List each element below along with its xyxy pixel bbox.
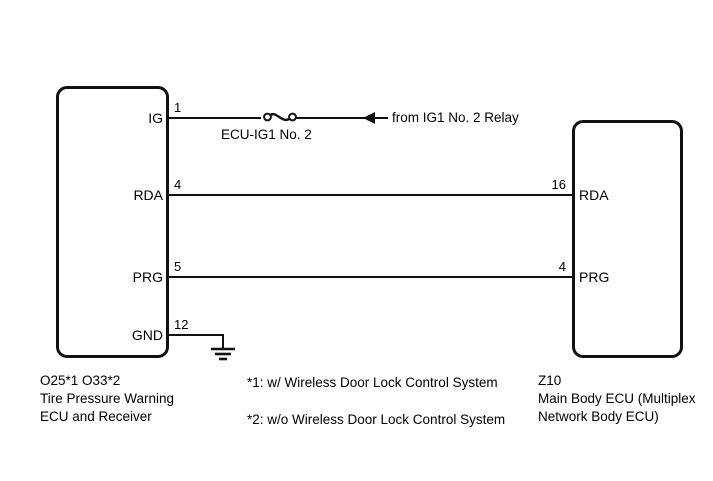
- right-connector-name-line2: Network Body ECU): [538, 409, 659, 424]
- source-label-ig1-relay: from IG1 No. 2 Relay: [392, 110, 519, 125]
- left-pin-label-rda: RDA: [133, 187, 163, 203]
- left-pin-number-5: 5: [174, 259, 182, 274]
- right-pin-number-16: 16: [551, 177, 566, 192]
- left-connector-name-line2: ECU and Receiver: [40, 409, 152, 424]
- footnote-2: *2: w/o Wireless Door Lock Control Syste…: [247, 412, 506, 427]
- arrow-left-icon: [362, 110, 378, 126]
- left-pin-label-gnd: GND: [131, 327, 163, 343]
- wire-gnd-vertical: [222, 334, 224, 350]
- right-pin-label-prg: PRG: [579, 269, 610, 285]
- right-connector-box: [572, 120, 683, 358]
- right-pin-number-4: 4: [558, 259, 566, 274]
- left-connector-id: O25*1 O33*2: [40, 373, 121, 388]
- left-pin-number-1: 1: [174, 100, 182, 115]
- left-pin-label-prg: PRG: [132, 269, 163, 285]
- right-connector-id: Z10: [538, 373, 562, 388]
- left-pin-number-12: 12: [174, 317, 189, 332]
- wire-rda: [169, 194, 574, 196]
- wire-ig-left-segment: [169, 117, 261, 119]
- left-pin-number-4: 4: [174, 177, 182, 192]
- fuse-icon: [261, 105, 305, 129]
- wire-ig-right-segment: [296, 117, 370, 119]
- fuse-label-ecu-ig1: ECU-IG1 No. 2: [221, 127, 312, 142]
- right-pin-label-rda: RDA: [579, 187, 609, 203]
- footnote-1: *1: w/ Wireless Door Lock Control System: [247, 375, 498, 390]
- left-pin-label-ig: IG: [148, 110, 163, 126]
- right-connector-name-line1: Main Body ECU (Multiplex: [538, 391, 696, 406]
- wire-gnd-horizontal: [169, 334, 224, 336]
- left-connector-box: [56, 86, 169, 358]
- left-connector-name-line1: Tire Pressure Warning: [40, 391, 175, 406]
- wire-prg: [169, 276, 574, 278]
- ground-icon: [207, 346, 239, 366]
- wire-ig-source-tail: [374, 117, 388, 119]
